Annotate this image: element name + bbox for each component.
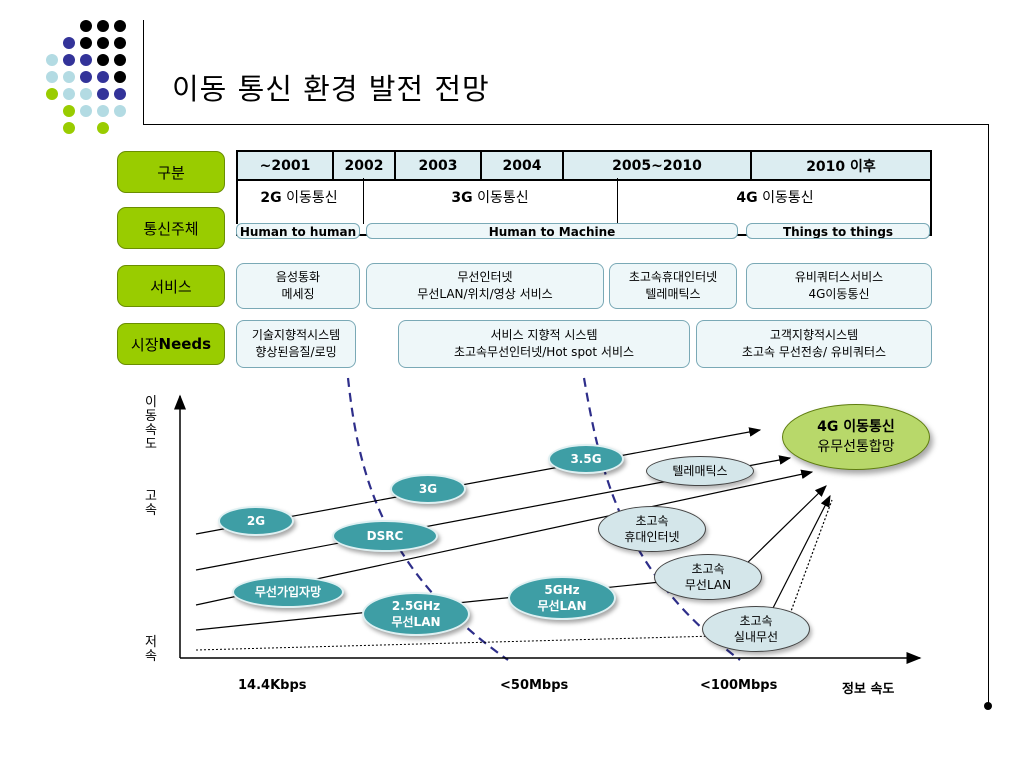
service-line: 무선인터넷 <box>457 270 513 284</box>
right-frame-line <box>988 124 989 706</box>
needs-line: 초고속무선인터넷/Hot spot 서비스 <box>453 345 635 359</box>
generation-3g: 3G 이동통신 <box>380 189 600 207</box>
x-axis-title: 정보 속도 <box>842 682 895 697</box>
needs-line: 서비스 지향적 시스템 <box>490 328 598 342</box>
node-label: 3.5G <box>570 452 602 466</box>
gen-3g-text: 이동통신 <box>472 190 529 206</box>
page-title: 이동 통신 환경 발전 전망 <box>172 72 490 106</box>
node-dsrc: DSRC <box>332 520 438 552</box>
needs-technology: 기술지향적시스템 향상된음질/로밍 <box>236 320 356 368</box>
trend-arrow-indoor <box>771 494 831 611</box>
gen-2g-text: 이동통신 <box>281 190 338 206</box>
node-4g-integrated-network: 4G 이동통신 유무선통합망 <box>782 404 930 470</box>
node-label: 유무선통합망 <box>817 439 895 455</box>
gen-4g-text: 이동통신 <box>757 190 814 206</box>
trend-arrow-indoor-dotted <box>789 499 833 615</box>
service-line: 텔레매틱스 <box>645 287 701 301</box>
service-high-speed-portable: 초고속휴대인터넷 텔레매틱스 <box>609 263 737 309</box>
frame-end-dot <box>984 702 992 710</box>
node-telematics: 텔레매틱스 <box>646 456 754 486</box>
year-table: ~2001 2002 2003 2004 2005~2010 2010 이후 <box>236 150 932 181</box>
year-cell: ~2001 <box>236 150 334 181</box>
year-cell: 2004 <box>480 150 564 181</box>
gen-3g-bold: 3G <box>451 190 473 206</box>
node-label: 무선가입자망 <box>254 585 322 599</box>
year-cell: 2005~2010 <box>562 150 752 181</box>
generation-divider <box>617 178 618 224</box>
service-line: 4G이동통신 <box>808 287 870 301</box>
year-cell: 2002 <box>332 150 396 181</box>
year-cell: 2003 <box>394 150 482 181</box>
service-line: 음성통화 <box>275 270 321 284</box>
service-line: 초고속휴대인터넷 <box>628 270 718 284</box>
trend-arrow-hslan <box>739 485 827 571</box>
gen-4g-bold: 4G <box>736 190 758 206</box>
y-high-label: 고속 <box>145 489 157 518</box>
category-service-label: 서비스 <box>150 277 192 296</box>
x-tick-50m: <50Mbps <box>500 678 569 693</box>
boundary-curve-right <box>582 377 741 661</box>
node-2g: 2G <box>218 506 294 536</box>
service-ubiquitous: 유비쿼터스서비스 4G이동통신 <box>746 263 932 309</box>
service-line: 메세징 <box>281 287 315 301</box>
node-wireless-local-loop: 무선가입자망 <box>232 576 344 608</box>
subject-things-to-things: Things to things <box>746 223 930 239</box>
title-divider-vertical <box>143 20 144 125</box>
node-label: 4G 이동통신 <box>817 419 895 435</box>
node-label: 텔레매틱스 <box>672 464 728 478</box>
needs-customer: 고객지향적시스템 초고속 무선전송/ 유비쿼터스 <box>696 320 932 368</box>
service-wireless-internet: 무선인터넷 무선LAN/위치/영상 서비스 <box>366 263 604 309</box>
node-label: 초고속 <box>635 514 669 528</box>
node-label: 2G <box>246 514 266 528</box>
category-gubun-label: 구분 <box>157 163 185 182</box>
gen-2g-bold: 2G <box>260 190 282 206</box>
node-label: DSRC <box>366 529 404 543</box>
node-3g: 3G <box>390 474 466 504</box>
needs-service: 서비스 지향적 시스템 초고속무선인터넷/Hot spot 서비스 <box>398 320 690 368</box>
node-label: 초고속 <box>739 614 773 628</box>
node-label: 2.5GHz <box>391 599 441 613</box>
node-label: 5GHz <box>544 583 580 597</box>
node-2-5ghz-wlan: 2.5GHz 무선LAN <box>362 592 470 636</box>
node-label: 휴대인터넷 <box>624 530 680 544</box>
needs-line: 초고속 무선전송/ 유비쿼터스 <box>741 345 887 359</box>
subject-human-to-machine: Human to Machine <box>366 223 738 239</box>
service-line: 유비쿼터스서비스 <box>794 270 884 284</box>
node-3-5g: 3.5G <box>548 444 624 474</box>
title-underline <box>143 124 989 125</box>
node-high-speed-wlan: 초고속 무선LAN <box>654 554 762 600</box>
node-5ghz-wlan: 5GHz 무선LAN <box>508 576 616 620</box>
node-label: 무선LAN <box>684 578 732 592</box>
category-needs-bold: Needs <box>158 335 212 353</box>
node-label: 초고속 <box>691 562 725 576</box>
y-axis-title: 이동속도 <box>145 395 157 452</box>
needs-line: 고객지향적시스템 <box>769 328 859 342</box>
category-gubun: 구분 <box>117 151 225 193</box>
node-high-speed-portable-internet: 초고속 휴대인터넷 <box>598 506 706 552</box>
year-cell: 2010 이후 <box>750 150 932 181</box>
service-voice: 음성통화 메세징 <box>236 263 360 309</box>
node-label: 무선LAN <box>537 599 587 613</box>
generation-2g: 2G 이동통신 <box>244 189 354 207</box>
subject-human-to-human: Human to human <box>236 223 360 239</box>
node-label: 무선LAN <box>391 615 441 629</box>
node-label: 실내무선 <box>733 630 779 644</box>
x-tick-14k: 14.4Kbps <box>238 678 307 693</box>
generation-divider <box>363 178 364 224</box>
baseline-dotted <box>195 635 717 651</box>
y-low-label: 저속 <box>145 635 157 664</box>
node-high-speed-indoor-wireless: 초고속 실내무선 <box>702 606 810 652</box>
category-needs-prefix: 시장 <box>130 335 159 354</box>
needs-line: 기술지향적시스템 <box>251 328 341 342</box>
category-subject: 통신주체 <box>117 207 225 249</box>
node-label: 3G <box>418 482 438 496</box>
needs-line: 향상된음질/로밍 <box>255 345 337 359</box>
generation-divider <box>236 178 238 224</box>
category-service: 서비스 <box>117 265 225 307</box>
x-tick-100m: <100Mbps <box>700 678 778 693</box>
category-subject-label: 통신주체 <box>143 219 199 238</box>
generation-4g: 4G 이동통신 <box>640 189 910 207</box>
service-line: 무선LAN/위치/영상 서비스 <box>417 287 553 301</box>
